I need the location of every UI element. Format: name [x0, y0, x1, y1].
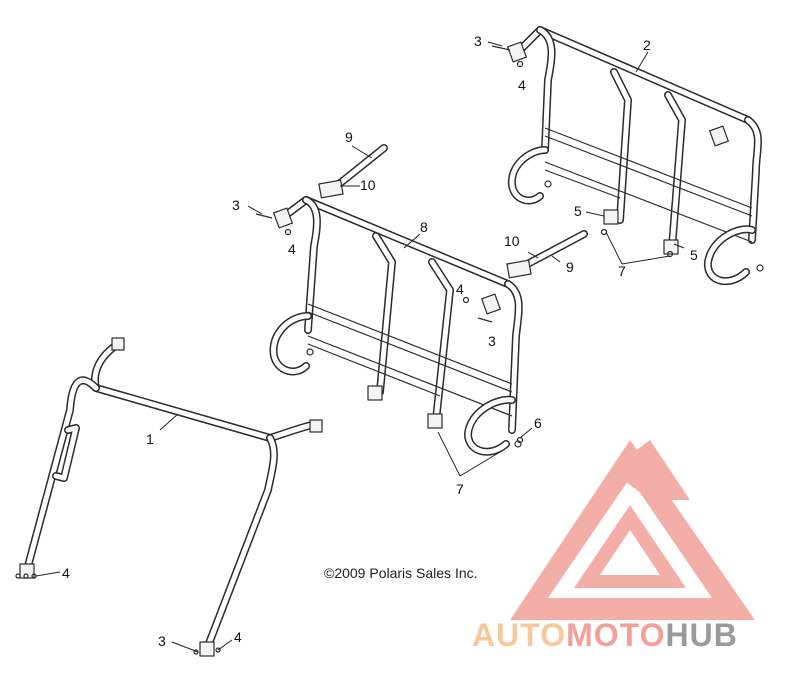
- brace-part-9-upper: [318, 144, 388, 199]
- callout-4-mid-left: 4: [288, 241, 296, 257]
- callout-3-mid: 3: [488, 333, 496, 349]
- callout-4-mid: 4: [456, 281, 464, 297]
- callout-9-upper: 9: [345, 129, 353, 145]
- callout-3-mid-left: 3: [232, 197, 240, 213]
- callout-2: 2: [643, 37, 651, 53]
- callout-4-bottom-left: 4: [62, 565, 70, 581]
- callout-5-left: 5: [574, 203, 582, 219]
- callout-10-lower: 10: [504, 233, 520, 249]
- leader-lines: [35, 41, 685, 653]
- front-cage-part-1: [19, 337, 323, 657]
- callout-9-lower: 9: [566, 259, 574, 275]
- brace-part-9-lower: [506, 230, 588, 279]
- watermark-logo: [510, 440, 755, 620]
- callout-6: 6: [534, 415, 542, 431]
- callout-1: 1: [146, 431, 154, 447]
- callout-7-lower: 7: [456, 481, 464, 497]
- callout-3-top: 3: [474, 33, 482, 49]
- rear-cage-part-2: [506, 26, 764, 285]
- callout-8: 8: [420, 219, 428, 235]
- callout-4-top: 4: [518, 77, 526, 93]
- callout-3-bottom: 3: [158, 633, 166, 649]
- callout-10-upper: 10: [360, 177, 376, 193]
- watermark-text: AUTOMOTOHUB: [472, 617, 738, 653]
- callout-4-bottom: 4: [234, 629, 242, 645]
- hardware-fasteners: [15, 45, 674, 655]
- callout-7-upper: 7: [618, 263, 626, 279]
- copyright-notice: ©2009 Polaris Sales Inc.: [324, 565, 478, 581]
- callout-5-right: 5: [690, 247, 698, 263]
- middle-cage-part-8: [269, 196, 523, 456]
